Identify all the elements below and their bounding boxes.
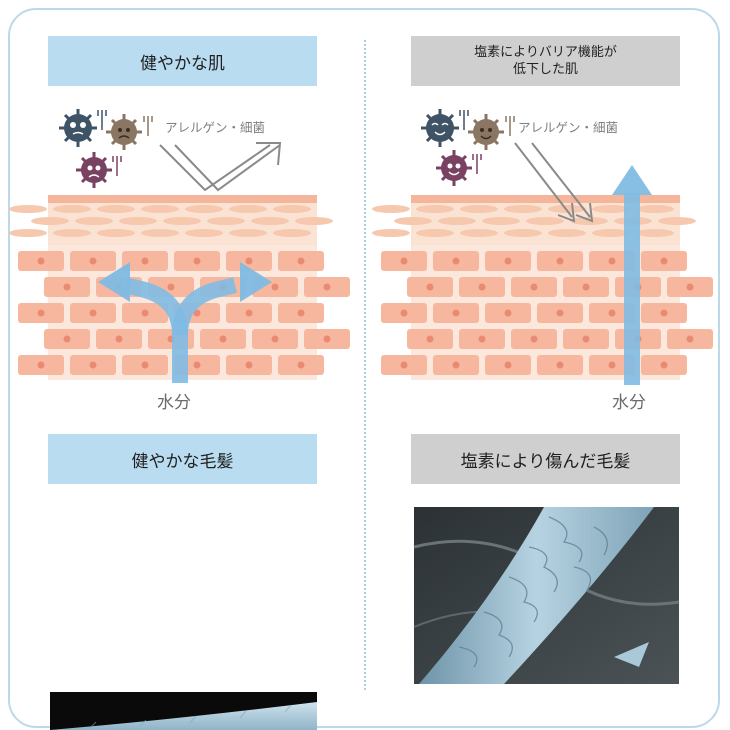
damaged-hair-title: 塩素により傷んだ毛髪 [411, 434, 680, 484]
healthy-skin-title: 健やかな肌 [48, 36, 317, 86]
germ-dark-icon [421, 109, 469, 147]
right-allergen-label: アレルゲン・細菌 [518, 120, 619, 135]
allergen-penetrating-arrows [514, 142, 594, 223]
healthy-skin-layers [9, 195, 350, 380]
panel-divider [364, 40, 366, 690]
damaged-hair-photo [413, 507, 680, 684]
left-allergen-label: アレルゲン・細菌 [165, 120, 266, 135]
germ-purple-icon [76, 152, 122, 188]
healthy-hair-photo [50, 692, 317, 730]
damaged-skin-title-line1: 塩素によりバリア機能が [474, 45, 617, 60]
healthy-skin-title-text: 健やかな肌 [140, 53, 225, 74]
healthy-hair-title: 健やかな毛髪 [48, 434, 317, 484]
right-germs [421, 109, 515, 186]
allergen-blocked-arrows [159, 142, 282, 192]
damaged-skin-title-line2: 低下した肌 [512, 62, 578, 77]
healthy-skin-diagram [9, 195, 350, 380]
germ-purple-icon [436, 150, 482, 186]
left-water-label: 水分 [157, 393, 191, 413]
healthy-hair-title-text: 健やかな毛髪 [131, 451, 234, 472]
water-loss-arrow [612, 165, 652, 385]
water-retained-arrows [98, 262, 272, 383]
germ-brown-icon [106, 114, 153, 150]
damaged-hair-title-text: 塩素により傷んだ毛髪 [460, 451, 631, 472]
germ-dark-icon [59, 109, 107, 147]
damaged-skin-title: 塩素によりバリア機能が 低下した肌 [411, 36, 680, 86]
left-germs [59, 109, 153, 188]
germ-brown-icon [468, 114, 515, 150]
right-water-label: 水分 [612, 393, 646, 413]
